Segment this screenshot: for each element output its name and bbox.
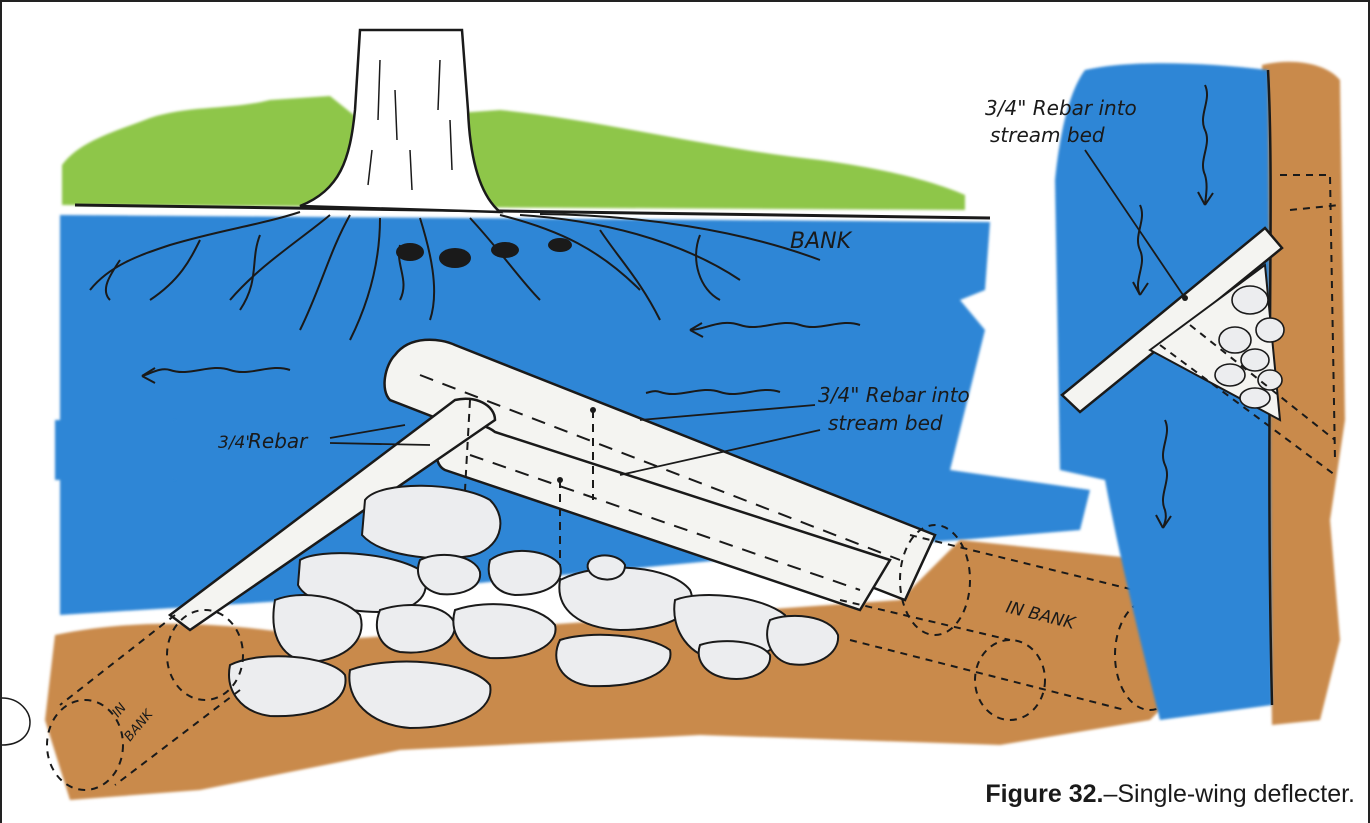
binder-hole [2, 698, 30, 745]
rebar-right-label-1: 3/4" Rebar into [985, 96, 1137, 120]
rebar-center-label-2: stream bed [828, 411, 943, 435]
figure-caption: Figure 32.–Single-wing deflecter. [905, 780, 1355, 809]
figure-number: Figure 32. [985, 780, 1103, 808]
grass-area [62, 96, 965, 210]
inset-rebar-dot [1182, 295, 1188, 301]
water-streak [55, 420, 175, 480]
bank-label: BANK [790, 229, 853, 254]
rebar-left-label: Rebar [248, 429, 309, 453]
rebar-right-label-2: stream bed [990, 123, 1105, 147]
figure-caption-text: –Single-wing deflecter. [1103, 780, 1355, 808]
rebar-dot [557, 477, 563, 483]
rebar-center-label-1: 3/4" Rebar into [818, 383, 970, 407]
rebar-dot [590, 407, 596, 413]
